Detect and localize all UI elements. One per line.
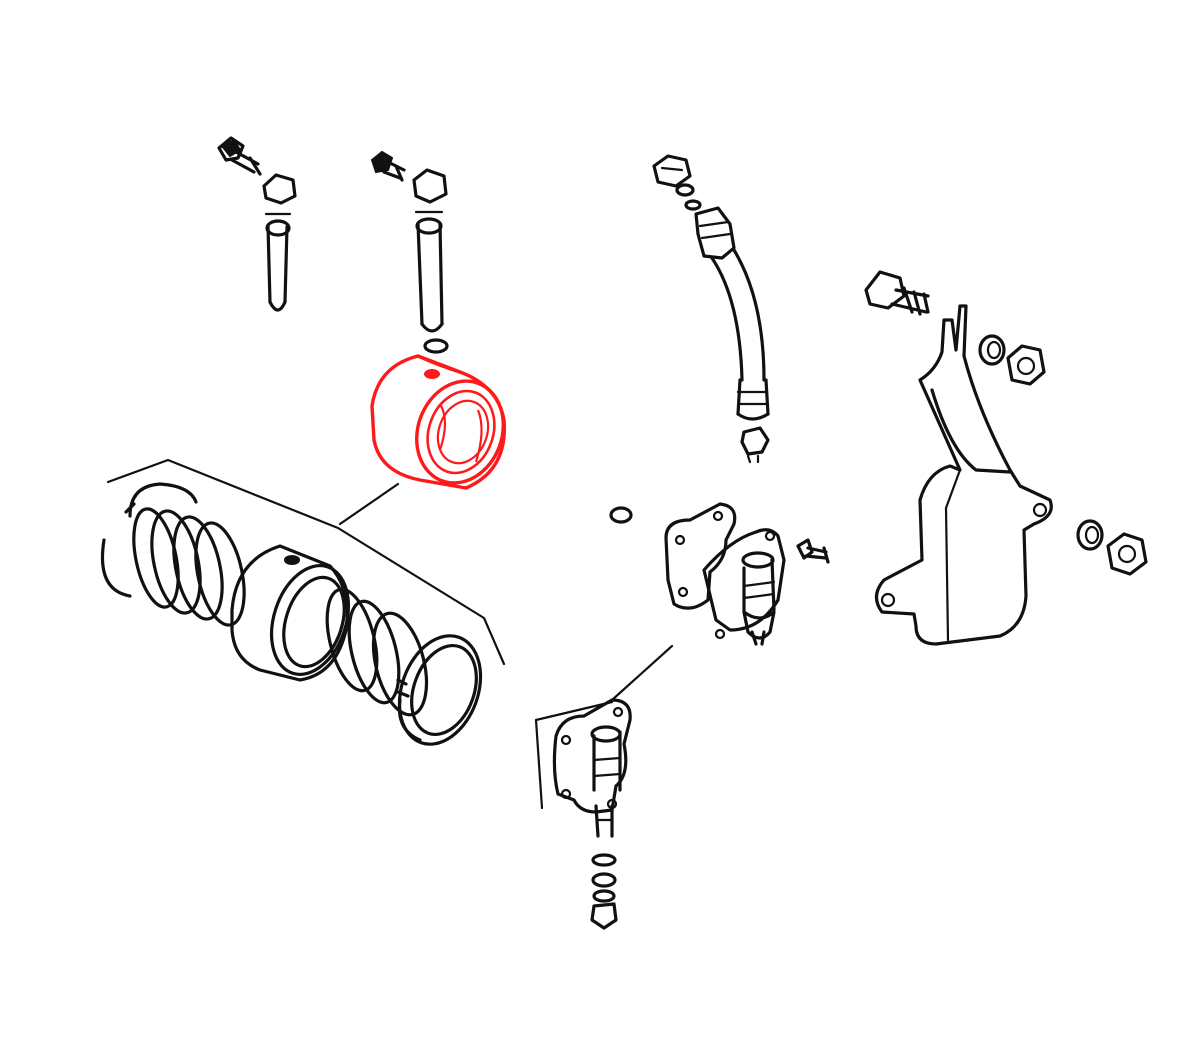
highlighted-bushing [370, 354, 507, 490]
upper-pin-right [412, 168, 449, 354]
shock-detail-callout [534, 698, 632, 930]
bushing-and-spring-assembly-callout [100, 458, 506, 746]
bracket-washer-nut-pairs [864, 270, 1148, 576]
hydraulic-hose [694, 206, 770, 421]
upper-bolt-right [370, 150, 406, 182]
callout-leader-left [338, 482, 400, 526]
mounting-bracket-plate [874, 304, 1053, 646]
hose-nut [652, 154, 702, 211]
upper-pin-left [262, 173, 297, 312]
bracket-bolt [796, 538, 830, 564]
shock-mount-bracket-assembly [664, 502, 786, 646]
hose-fitting [740, 426, 770, 464]
upper-bolt-left [217, 136, 262, 176]
callout-leader-right [610, 644, 674, 702]
small-washer [609, 506, 633, 524]
